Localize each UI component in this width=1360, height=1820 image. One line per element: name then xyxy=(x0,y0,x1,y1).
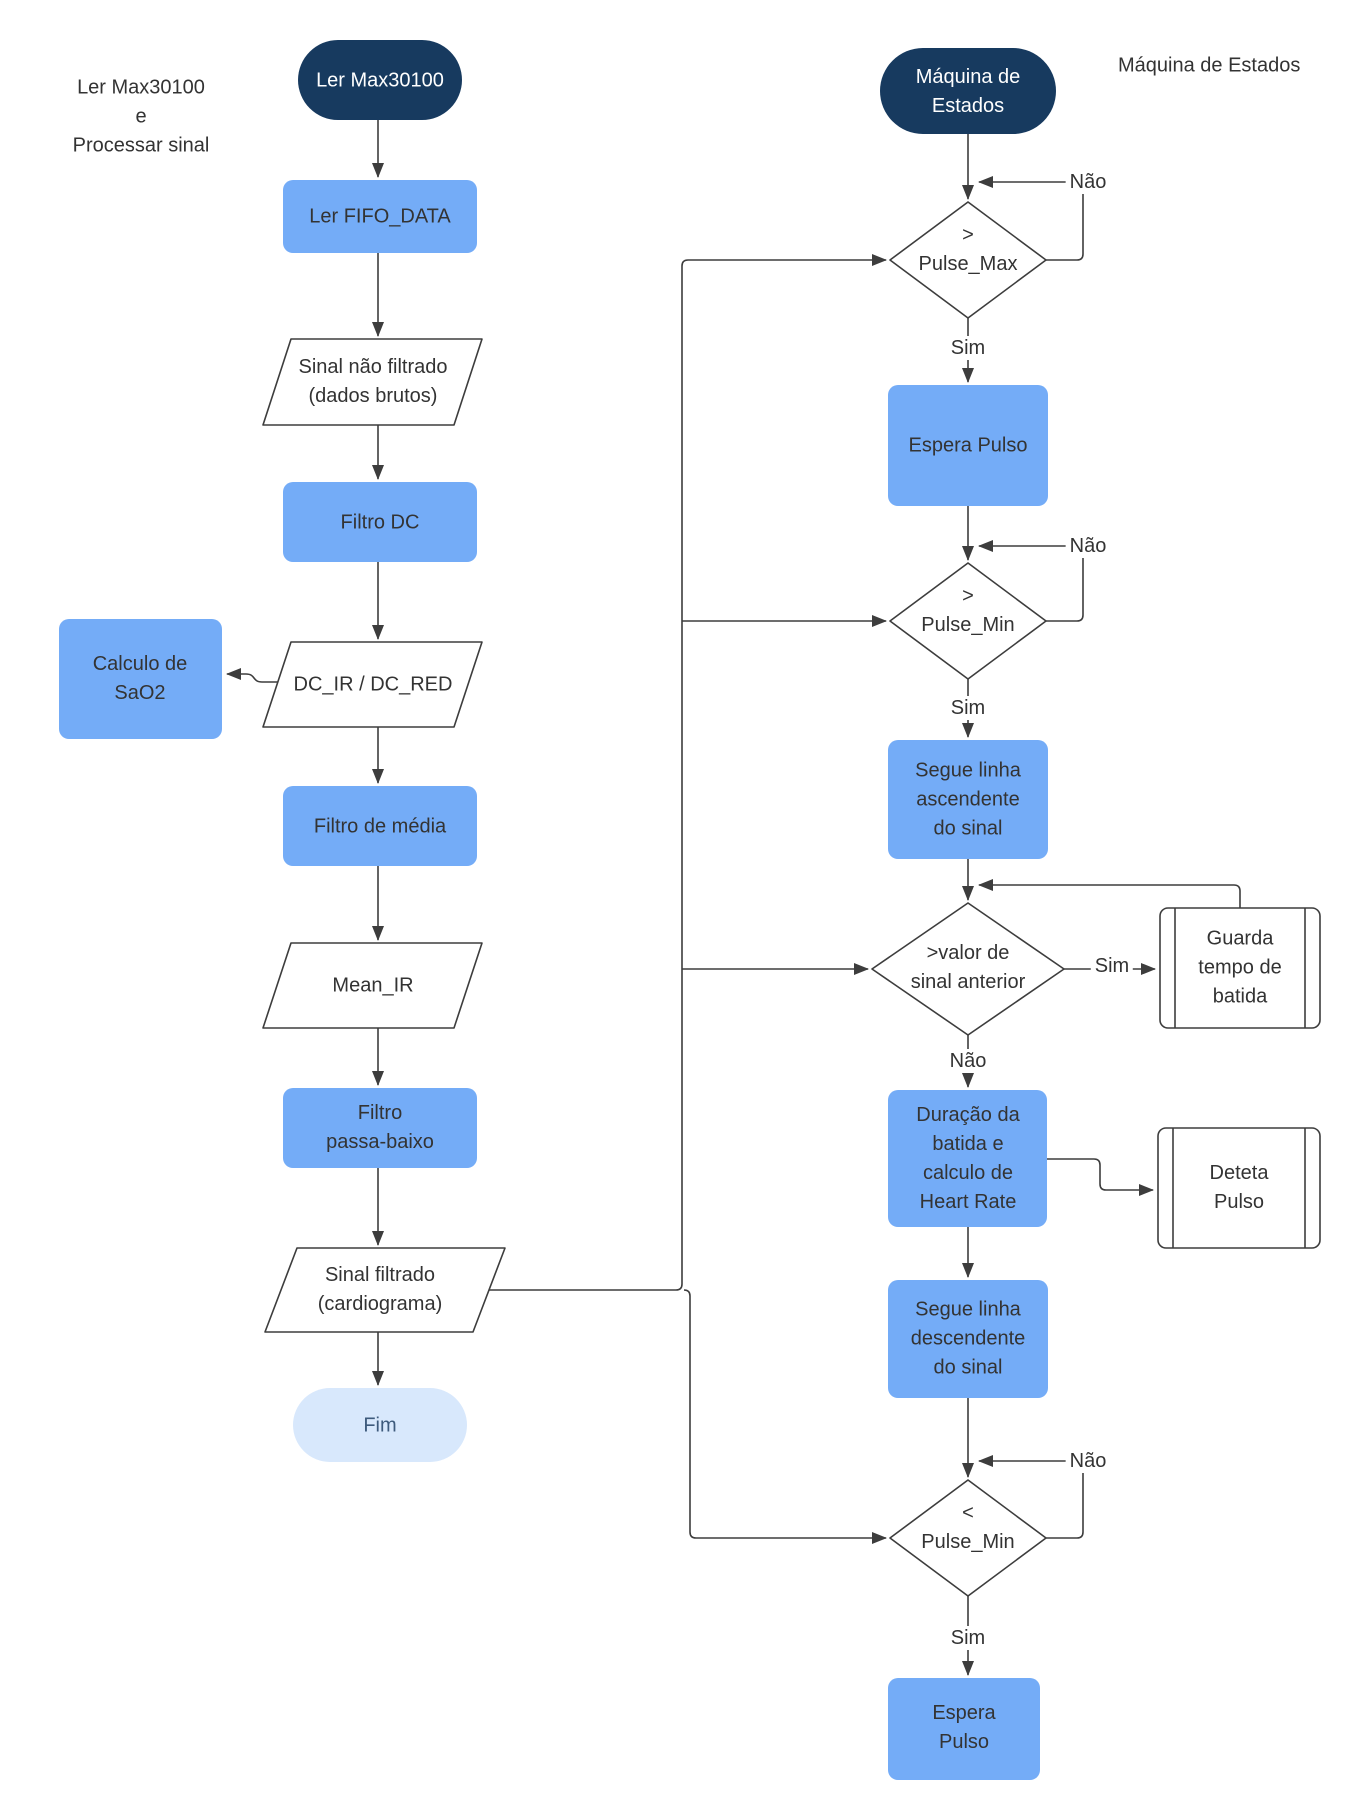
node-espera-pulso-2 xyxy=(888,1678,1040,1780)
connector-store-return-loop xyxy=(978,879,1241,908)
node-calculo-sao2 xyxy=(59,619,222,739)
right-flow-caption: Máquina de Estados xyxy=(1118,54,1301,77)
node-mean-ir xyxy=(262,942,483,1029)
start-maquina-estados-label: Máquina de Estados xyxy=(915,66,1021,117)
decision-valor-anterior-label: >valor de sinal anterior xyxy=(910,942,1026,993)
edge-label-nao-pulse-max: Não xyxy=(1065,170,1111,194)
connector-ratio-to-sao2 xyxy=(226,668,278,683)
connector-bus-down xyxy=(683,1289,887,1544)
node-deteta-pulso xyxy=(1157,1127,1321,1249)
connector-bus-up xyxy=(489,254,887,1291)
decision-below-pulse-min-label: < Pulse_Min xyxy=(921,1502,1015,1553)
dc-ir-dc-red-label: DC_IR / DC_RED xyxy=(293,673,453,696)
edge-label-nao-below-pulse-min: Não xyxy=(1065,1449,1111,1473)
node-filtro-dc xyxy=(283,482,477,562)
node-start-maquina-de-estados xyxy=(880,48,1056,134)
sinal-nao-filtrado-label: Sinal não filtrado (dados brutos) xyxy=(298,356,448,407)
filtro-dc-label: Filtro DC xyxy=(340,511,420,534)
node-segue-linha-descendente xyxy=(888,1280,1048,1398)
decision-below-pulse-min xyxy=(889,1479,1047,1597)
node-sinal-nao-filtrado xyxy=(262,338,483,426)
node-duracao-batida-heart-rate xyxy=(888,1090,1047,1227)
segue-descendente-label: Segue linha descendente do sinal xyxy=(910,1298,1026,1379)
node-filtro-de-media xyxy=(283,786,477,866)
node-fim xyxy=(293,1388,467,1462)
node-sinal-filtrado xyxy=(264,1247,506,1333)
deteta-pulso-label: Deteta Pulso xyxy=(1209,1162,1269,1213)
guarda-tempo-batida-label: Guarda tempo de batida xyxy=(1198,927,1282,1008)
ler-fifo-data-label: Ler FIFO_DATA xyxy=(309,205,451,228)
edge-label-sim-valor-anterior: Sim xyxy=(1090,954,1134,978)
filtro-de-media-label: Filtro de média xyxy=(313,815,447,838)
decision-pulse-min-label: > Pulse_Min xyxy=(921,585,1015,636)
left-flow-caption: Ler Max30100 e Processar sinal xyxy=(72,76,210,157)
connector-duration-to-detect xyxy=(1047,1158,1154,1196)
duracao-batida-label: Duração da batida e calculo de Heart Rat… xyxy=(916,1104,1020,1213)
decision-pulse-max xyxy=(889,201,1047,319)
edge-label-nao-pulse-min: Não xyxy=(1065,534,1111,558)
start-ler-max30100-label: Ler Max30100 xyxy=(316,69,444,92)
node-ler-fifo-data xyxy=(283,180,477,253)
decision-pulse-min xyxy=(889,562,1047,680)
fim-label: Fim xyxy=(363,1414,397,1437)
filtro-passa-baixo-label: Filtro passa-baixo xyxy=(326,1102,434,1153)
mean-ir-label: Mean_IR xyxy=(332,974,414,997)
edge-label-sim-pulse-max: Sim xyxy=(946,336,990,360)
node-dc-ir-dc-red xyxy=(262,641,483,728)
decision-valor-sinal-anterior xyxy=(871,902,1065,1036)
sinal-filtrado-label: Sinal filtrado (cardiograma) xyxy=(317,1264,443,1315)
calculo-sao2-label: Calculo de SaO2 xyxy=(92,653,188,704)
node-segue-linha-ascendente xyxy=(888,740,1048,859)
segue-ascendente-label: Segue linha ascendente do sinal xyxy=(915,759,1021,840)
node-filtro-passa-baixo xyxy=(283,1088,477,1168)
edge-label-sim-below-pulse-min: Sim xyxy=(946,1626,990,1650)
espera-pulso-label: Espera Pulso xyxy=(908,434,1028,457)
node-espera-pulso xyxy=(888,385,1048,506)
edge-label-sim-pulse-min: Sim xyxy=(946,696,990,720)
espera-pulso-2-label: Espera Pulso xyxy=(932,1702,996,1753)
node-start-ler-max30100 xyxy=(298,40,462,120)
decision-pulse-max-label: > Pulse_Max xyxy=(918,224,1018,275)
edge-label-nao-valor-anterior: Não xyxy=(945,1049,991,1073)
node-guarda-tempo-batida xyxy=(1159,907,1321,1029)
